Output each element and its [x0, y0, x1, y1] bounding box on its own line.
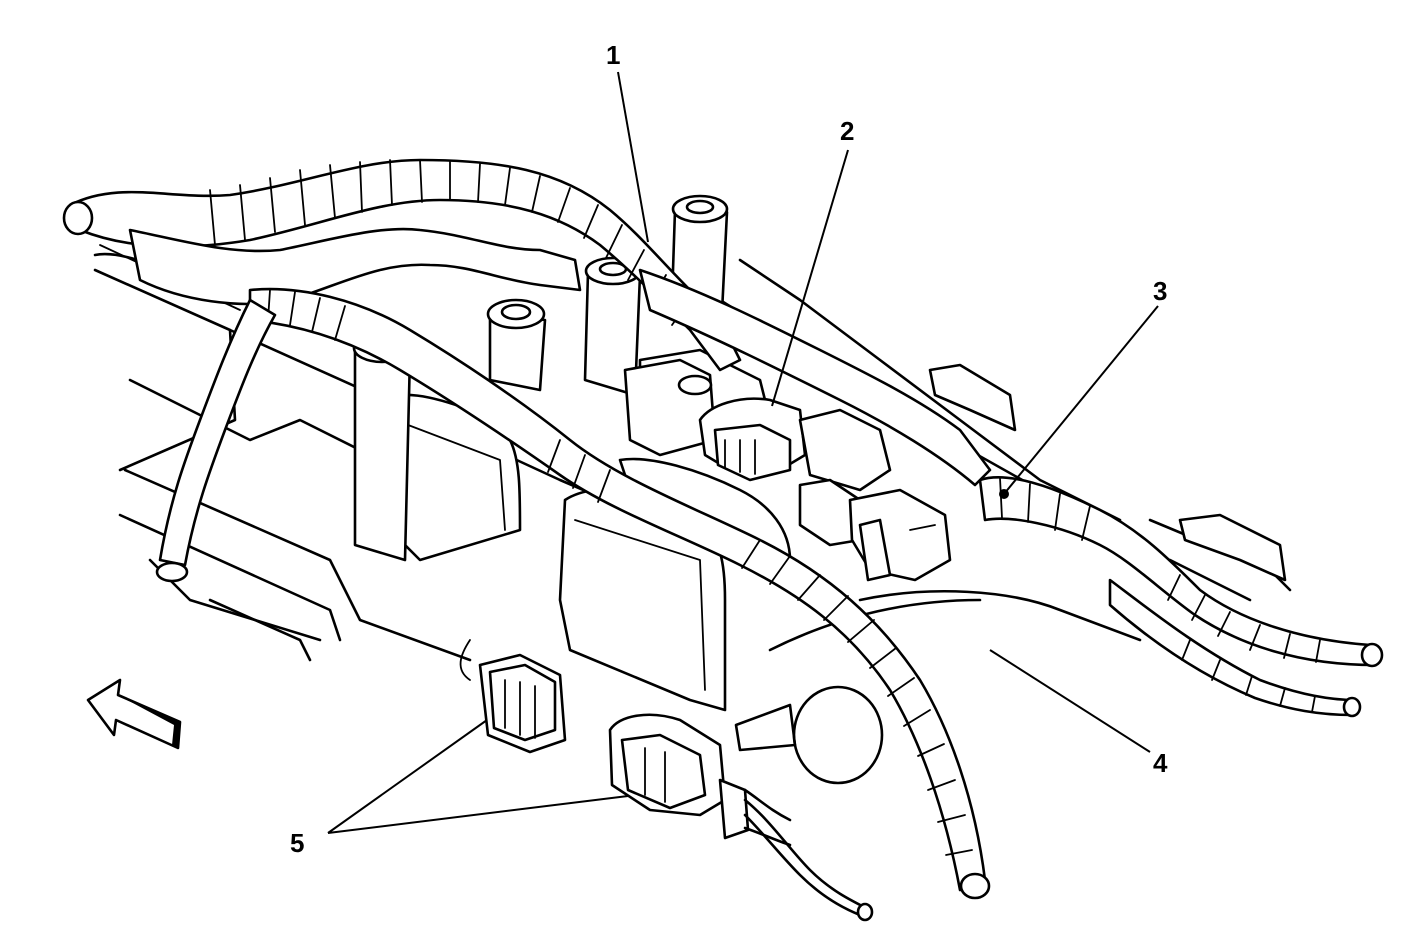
forward-arrow-icon — [86, 678, 182, 750]
connectors-5 — [459, 639, 874, 922]
callout-3: 3 — [1153, 276, 1167, 306]
leader-3 — [1003, 305, 1159, 495]
leader-1 — [617, 71, 649, 243]
harness-wrap-ribs-middle — [267, 289, 973, 856]
callout-1: 1 — [606, 40, 620, 70]
callout-5: 5 — [290, 828, 304, 858]
callout-2: 2 — [840, 116, 854, 146]
leader-5b — [327, 795, 629, 834]
callout-leaders — [327, 71, 1159, 834]
leader-4 — [989, 649, 1151, 753]
callout-4: 4 — [1153, 748, 1168, 778]
leader-5a — [327, 719, 488, 834]
callout-labels: 1 2 3 4 5 — [290, 40, 1168, 858]
leader-2 — [771, 149, 849, 407]
wire-harness — [62, 158, 1384, 900]
connector-2 — [698, 397, 892, 492]
sensor-4 — [798, 478, 952, 582]
leader-3-dot — [999, 489, 1009, 499]
harness-wrap-ribs-right — [999, 477, 1321, 713]
